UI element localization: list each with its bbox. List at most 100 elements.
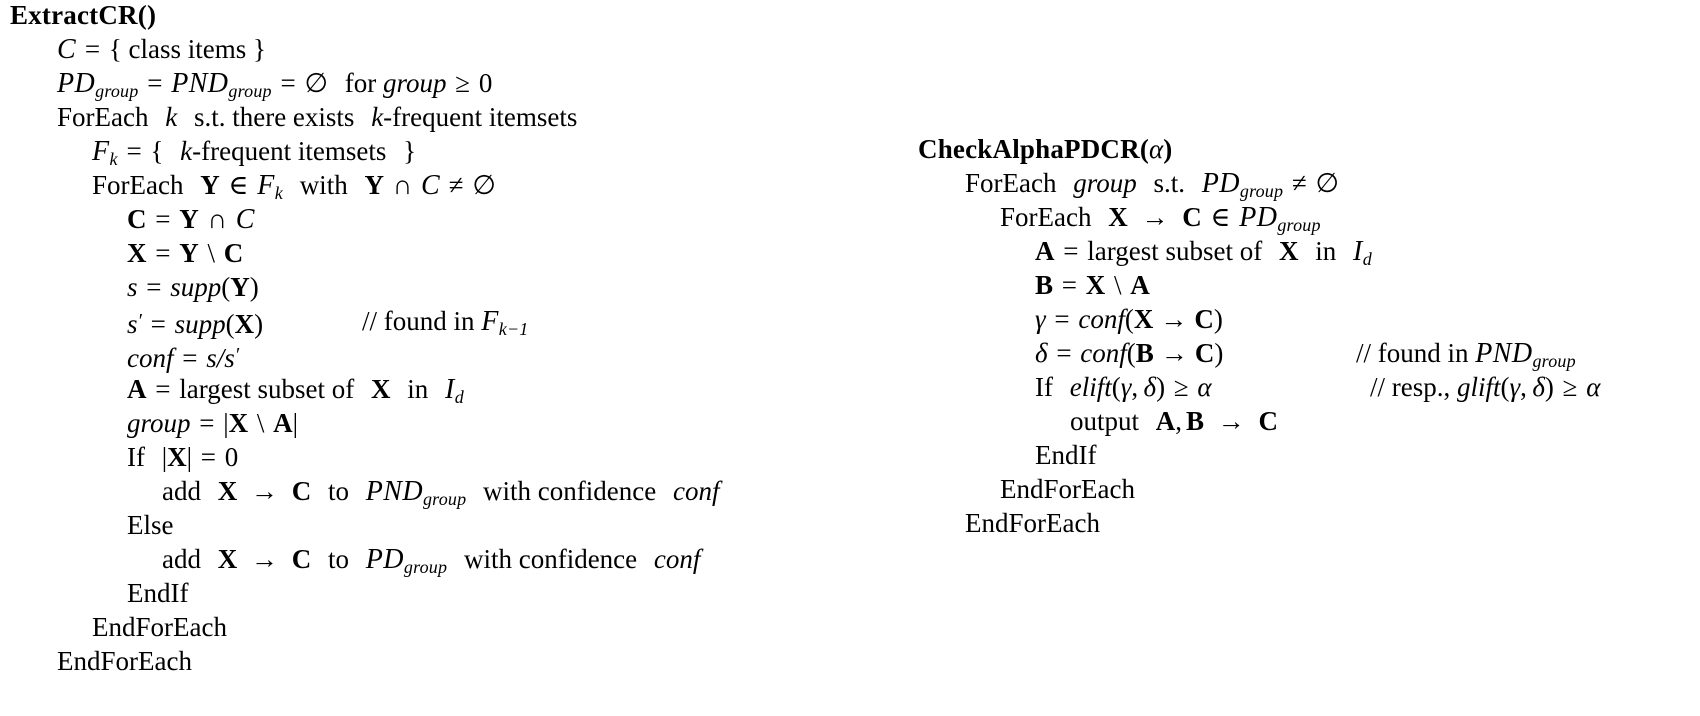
algorithm-title-extractcr: ExtractCR() (10, 0, 719, 32)
empty-set-symbol: ∅ (1315, 168, 1340, 198)
group-variable: group (1073, 168, 1137, 198)
line-if-x-zero: If |X| = 0 (10, 440, 719, 474)
if-keyword: If (1035, 372, 1053, 402)
subscript-d: d (1362, 249, 1372, 269)
endif-keyword: EndIf (1035, 440, 1097, 470)
symbol-cal-pnd: PND (365, 476, 423, 507)
arrow-symbol: → (250, 544, 278, 574)
algorithm-checkalphapdcr: CheckAlphaPDCR(α) ForEach group s.t. PDg… (918, 132, 1600, 540)
algorithm-extractcr: ExtractCR() C = { class items } PDgroup … (10, 0, 719, 678)
foreach-keyword: ForEach (92, 170, 184, 200)
s-variable: s (127, 272, 138, 302)
symbol-cal-f: F (257, 170, 275, 201)
set-b-bold: B (1135, 338, 1154, 368)
empty-set-symbol: ∅ (472, 170, 496, 200)
set-y: Y (200, 170, 220, 200)
line-delta-conf: δ = conf(B→C) // found in PNDgroup (918, 336, 1576, 371)
equals-sign: = (280, 68, 296, 98)
set-x-bold: X (1133, 304, 1154, 334)
symbol-cal-pnd: PND (1475, 338, 1533, 369)
arrow-symbol: → (1217, 406, 1245, 436)
checkalpha-title-text: CheckAlphaPDCR( (918, 134, 1150, 164)
close-brace: } (403, 136, 417, 166)
comment-resp-glift: // resp., glift(γ, δ) ≥ α (1370, 372, 1601, 402)
subscript-k: k (274, 183, 283, 203)
line-sprime-supp-x: s′ = supp(X) // found in Fk−1 (10, 304, 719, 339)
equals-sign: = (200, 442, 217, 472)
conf-variable: conf (672, 476, 720, 506)
prime-mark: ′ (137, 310, 142, 332)
glift-function: glift (1457, 372, 1501, 402)
equals-sign: = (182, 343, 198, 373)
subscript-group: group (1532, 351, 1576, 371)
gamma-variable: γ (1035, 304, 1046, 334)
set-y: Y (179, 238, 199, 268)
add-keyword: add (162, 544, 201, 574)
set-x-bold: X (228, 408, 249, 438)
alpha-variable: α (1586, 372, 1601, 402)
symbol-cal-pnd: PND (171, 68, 229, 99)
symbol-cal-i: I (1352, 236, 1363, 267)
set-y: Y (179, 204, 199, 234)
empty-set-symbol: ∅ (304, 68, 329, 98)
line-add-to-pnd: add X → C to PNDgroup with confidence co… (10, 474, 720, 509)
equals-sign: = (146, 272, 162, 302)
class-items-set: { class items } (108, 34, 266, 64)
symbol-cal-c: C (57, 34, 77, 65)
set-a-bold: A (127, 374, 147, 404)
set-b-bold: B (1035, 270, 1054, 300)
subscript-group: group (228, 81, 272, 101)
line-endif: EndIf (918, 438, 1372, 472)
line-fk-definition: Fk = { k-frequent itemsets } (10, 134, 719, 169)
conf-function: conf (1078, 304, 1125, 334)
in-keyword: in (1315, 236, 1337, 266)
k-variable: k (165, 102, 178, 132)
line-foreach-group: ForEach group s.t. PDgroup ≠ ∅ (918, 166, 1372, 201)
set-c-bold: C (1258, 406, 1279, 436)
symbol-cal-i: I (444, 374, 455, 405)
arrow-symbol: → (250, 476, 278, 506)
alpha-variable: α (1197, 372, 1212, 402)
equals-sign: = (150, 309, 166, 339)
set-x-bold: X (370, 374, 391, 404)
zero-literal: 0 (478, 68, 493, 98)
zero-literal: 0 (224, 442, 239, 472)
title-close-paren: ) (1163, 134, 1173, 164)
line-endforeach-outer: EndForEach (918, 506, 1372, 540)
intersection-sign: ∩ (207, 204, 227, 234)
equals-sign: = (126, 136, 142, 166)
line-b-assign: B = X \ A (918, 268, 1372, 302)
line-add-to-pd: add X → C to PDgroup with confidence con… (10, 542, 719, 577)
comment-found-in-fk1: // found in Fk−1 (362, 306, 529, 339)
prime-mark: ′ (234, 344, 240, 366)
subscript-group: group (95, 81, 139, 101)
arrow-symbol: → (1160, 338, 1188, 368)
set-c-bold: C (223, 238, 244, 268)
line-foreach-y: ForEach Y ∈ Fk with Y ∩ C ≠ ∅ (10, 168, 719, 203)
set-c-bold: C (291, 544, 312, 574)
set-x-bold: X (217, 544, 238, 574)
symbol-cal-pd: PD (1201, 168, 1240, 199)
delta-variable: δ (1035, 338, 1048, 368)
extractcr-title-text: ExtractCR() (10, 0, 157, 30)
line-s-supp-y: s = supp(Y) (127, 272, 259, 302)
set-a-bold: A (273, 408, 293, 438)
s-variable: s (127, 309, 138, 339)
line-a-largest-subset: A = largest subset of X in Id (918, 234, 1372, 269)
geq-sign: ≥ (455, 68, 471, 98)
set-c-bold: C (127, 204, 147, 234)
endif-keyword: EndIf (127, 578, 189, 608)
foreach-keyword: ForEach (1000, 202, 1092, 232)
abs-bar-open: | (161, 442, 168, 472)
arrow-symbol: → (1141, 202, 1169, 232)
endforeach-keyword: EndForEach (57, 646, 192, 676)
algorithm-title-checkalphapdcr: CheckAlphaPDCR(α) (918, 132, 1372, 166)
supp-function: supp (170, 272, 222, 302)
equals-sign: = (1063, 236, 1079, 266)
if-keyword: If (127, 442, 145, 472)
equals-sign: = (199, 408, 215, 438)
comment-found-in-pnd: // found in PNDgroup (1356, 338, 1576, 371)
exists-text: s.t. there exists (193, 102, 355, 132)
geq-sign: ≥ (1173, 372, 1189, 402)
symbol-cal-c: C (420, 170, 441, 201)
